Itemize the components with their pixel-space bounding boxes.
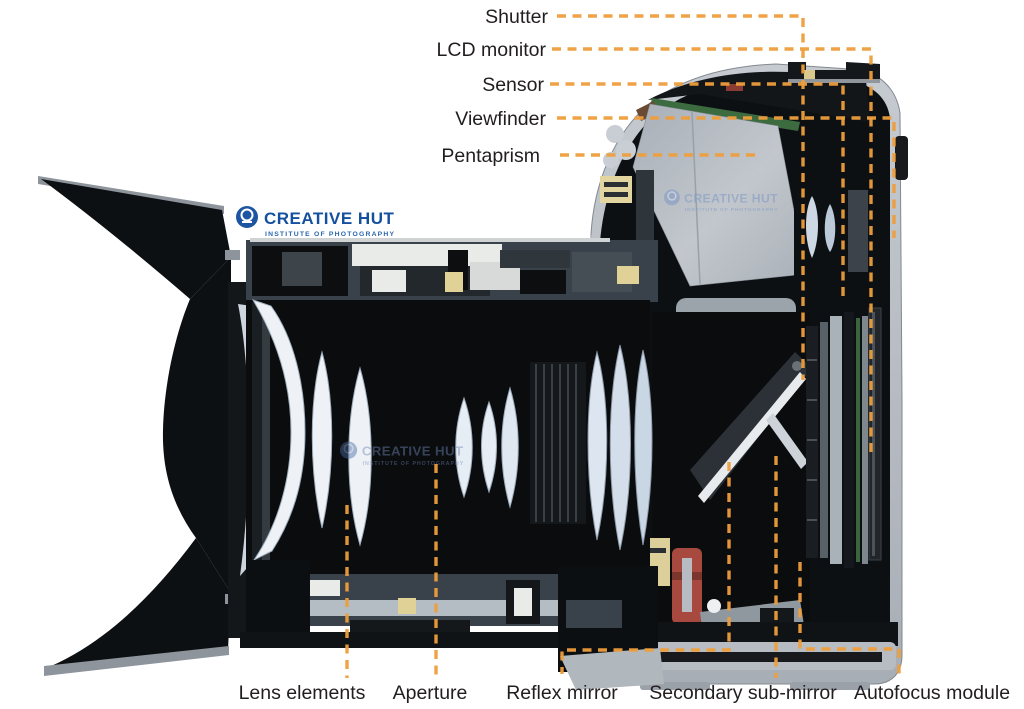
lens-glass-elements (251, 299, 519, 562)
lens-inner-ring2 (262, 312, 270, 618)
reflex-mirror-shape (698, 372, 806, 503)
under-body-joint (558, 566, 664, 690)
label-secondary-sub-mirror: Secondary sub-mirror (649, 682, 837, 704)
leader-viewfinder (557, 116, 896, 238)
leader-lines (345, 14, 901, 678)
hot-shoe (788, 62, 880, 83)
leader-sensor (550, 82, 845, 300)
body-base-strip (618, 652, 882, 662)
leader-lcd-monitor (552, 47, 873, 458)
logo-badge-icon (236, 206, 258, 228)
hood-petal-bottom (44, 538, 231, 669)
leader-shutter (557, 14, 805, 380)
label-aperture: Aperture (393, 682, 468, 704)
lens-hood (38, 176, 240, 676)
sensor-stack (820, 312, 868, 568)
leader-reflex-mirror (560, 462, 731, 674)
camera-body (590, 62, 908, 690)
pcb-sliver (650, 98, 800, 131)
lens-top-housing (246, 238, 658, 302)
reflex-mirror-back (690, 352, 812, 500)
logo-tagline-text: INSTITUTE OF PHOTOGRAPHY (265, 231, 395, 238)
shutter-unit (806, 326, 818, 558)
pentaprism-facet (691, 111, 701, 285)
label-reflex-mirror: Reflex mirror (506, 682, 618, 704)
svg-text:INSTITUTE OF PHOTOGRAPHY: INSTITUTE OF PHOTOGRAPHY (363, 461, 465, 467)
creative-hut-logo: CREATIVE HUT INSTITUTE OF PHOTOGRAPHY (236, 206, 395, 238)
sub-mirror-shape (766, 413, 808, 469)
body-foot-right (790, 682, 870, 690)
label-viewfinder: Viewfinder (455, 108, 546, 130)
lens-barrel (228, 238, 664, 690)
label-sensor: Sensor (482, 74, 544, 96)
lens-inner-ring1 (252, 302, 262, 628)
labels-bottom: Lens elements Aperture Reflex mirror Sec… (239, 682, 1010, 704)
label-lcd-monitor: LCD monitor (437, 39, 547, 61)
hood-petal-top (41, 179, 231, 299)
diopter-knob (895, 136, 908, 180)
watermark-lens: CREATIVE HUT INSTITUTE OF PHOTOGRAPHY (340, 441, 465, 467)
svg-text:CREATIVE HUT: CREATIVE HUT (684, 191, 778, 205)
hood-wall (162, 257, 231, 593)
pcb-red-chip (726, 84, 743, 91)
label-lens-elements: Lens elements (239, 682, 366, 704)
label-shutter: Shutter (485, 6, 548, 28)
label-autofocus-module: Autofocus module (854, 682, 1010, 704)
viewfinder-eyepiece (794, 176, 874, 294)
svg-text:INSTITUTE OF PHOTOGRAPHY: INSTITUTE OF PHOTOGRAPHY (685, 207, 779, 213)
ribbed-baffle (530, 362, 586, 524)
label-pentaprism: Pentaprism (441, 145, 540, 167)
svg-text:CREATIVE HUT: CREATIVE HUT (362, 444, 464, 459)
logo-brand-text: CREATIVE HUT (264, 209, 394, 228)
labels-top: Shutter LCD monitor Sensor Viewfinder Pe… (437, 6, 549, 167)
hood-rim-bottom (44, 646, 229, 676)
hood-bayonet-top (225, 250, 240, 260)
mirror-hinge (792, 361, 802, 371)
watermark-pentaprism: CREATIVE HUT INSTITUTE OF PHOTOGRAPHY (664, 189, 778, 213)
pentaprism-shape (632, 103, 807, 287)
lens-rear-group (587, 344, 653, 551)
flash-contact-block (600, 176, 632, 203)
